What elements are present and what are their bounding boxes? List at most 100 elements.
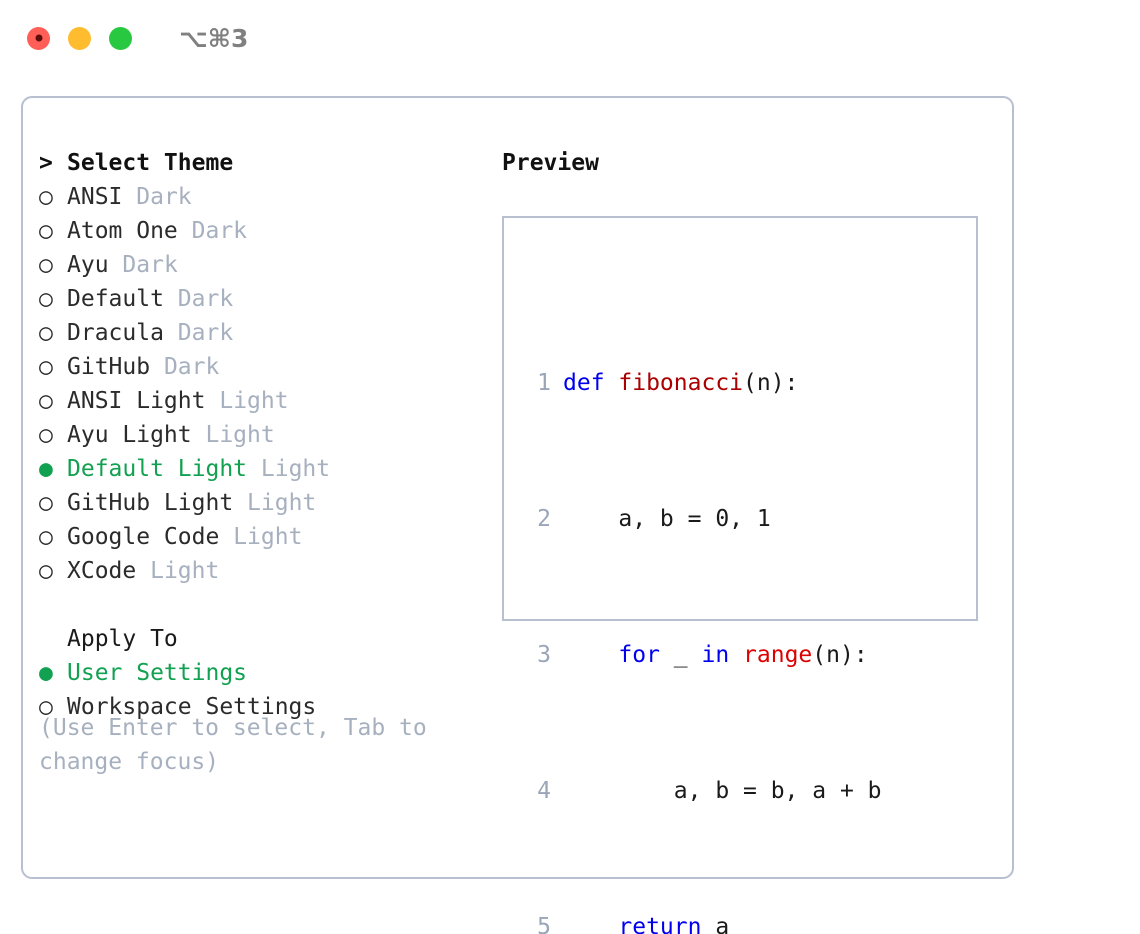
theme-option-label: Atom One — [67, 218, 178, 244]
select-theme-heading: > Select Theme — [39, 146, 489, 180]
theme-option-label: GitHub Light — [67, 490, 234, 516]
apply-to-indent: ○ — [39, 622, 67, 656]
theme-option-ayu[interactable]: ○ Ayu Dark — [39, 248, 489, 282]
code-token-plain — [563, 910, 618, 934]
theme-option-default-dark[interactable]: ○ Default Dark — [39, 282, 489, 316]
list-spacer — [39, 588, 489, 622]
window-shortcut-label: ⌥⌘3 — [179, 23, 249, 53]
preview-title: Preview — [502, 150, 599, 176]
line-number: 3 — [537, 642, 551, 668]
theme-option-label: Ayu — [67, 252, 109, 278]
maximize-button[interactable] — [109, 26, 132, 50]
radio-unselected-icon[interactable]: ○ — [39, 524, 53, 550]
code-token-plain: _ — [659, 642, 702, 668]
radio-unselected-icon[interactable]: ○ — [39, 286, 53, 312]
theme-option-variant-label: Light — [219, 388, 289, 414]
main-panel: > Select Theme ○ ANSI Dark ○ Atom One Da… — [21, 96, 1014, 934]
code-token-plain — [563, 638, 618, 672]
title-bar: ⌥⌘3 — [0, 0, 1140, 76]
theme-option-label: Default — [67, 286, 164, 312]
code-token-plain: (n): — [812, 642, 868, 668]
code-line: 3 for _ in range(n): — [521, 638, 909, 672]
select-theme-heading-label: Select Theme — [67, 150, 234, 176]
theme-option-variant-label: Dark — [163, 354, 220, 380]
radio-unselected-icon[interactable]: ○ — [39, 422, 53, 448]
code-token-plain: a, b = b, a + b — [563, 778, 882, 804]
code-token-plain: a — [701, 914, 730, 934]
theme-option-label: Google Code — [67, 524, 220, 550]
keyboard-hint: (Use Enter to select, Tab to change focu… — [39, 711, 459, 779]
theme-option-variant-label: Dark — [136, 184, 192, 210]
code-token-keyword: for — [618, 642, 660, 668]
theme-option-variant-label: Dark — [177, 320, 234, 346]
code-line: 5 return a — [521, 910, 909, 934]
radio-unselected-icon[interactable]: ○ — [39, 354, 53, 380]
radio-unselected-icon[interactable]: ○ — [39, 320, 53, 346]
traffic-lights — [27, 26, 132, 50]
code-line: 4 a, b = b, a + b — [521, 774, 909, 808]
apply-to-option-label: Workspace Settings — [67, 694, 317, 720]
theme-option-variant-label: Light — [247, 490, 317, 516]
theme-option-variant-label: Dark — [177, 286, 234, 312]
close-button[interactable] — [27, 26, 50, 50]
theme-option-variant-label: Light — [150, 558, 220, 584]
theme-option-variant — [122, 180, 136, 214]
radio-unselected-icon[interactable]: ○ — [39, 694, 53, 720]
code-token-plain — [729, 638, 743, 672]
theme-option-google-code[interactable]: ○ Google Code Light — [39, 520, 489, 554]
apply-to-option-label: User Settings — [67, 660, 248, 686]
radio-unselected-icon[interactable]: ○ — [39, 490, 53, 516]
code-line: 2 a, b = 0, 1 — [521, 502, 909, 536]
radio-unselected-icon[interactable]: ○ — [39, 558, 53, 584]
theme-option-variant-label: Dark — [122, 252, 178, 278]
radio-unselected-icon[interactable]: ○ — [39, 252, 53, 278]
theme-option-ansi[interactable]: ○ ANSI Dark — [39, 180, 489, 214]
radio-unselected-icon[interactable]: ○ — [39, 388, 53, 414]
theme-option-label: GitHub — [67, 354, 151, 380]
keyboard-hint-line-2: change focus) — [39, 749, 220, 775]
radio-selected-icon[interactable]: ● — [39, 660, 53, 686]
code-token-keyword: in — [701, 642, 730, 668]
theme-option-label: ANSI — [67, 184, 123, 210]
apply-to-heading-label: Apply To — [67, 626, 178, 652]
theme-option-label: Dracula — [67, 320, 164, 346]
minimize-button[interactable] — [68, 26, 91, 50]
theme-option-atom-one[interactable]: ○ Atom One Dark — [39, 214, 489, 248]
theme-option-default-light[interactable]: ● Default Light Light — [39, 452, 489, 486]
theme-option-label: XCode — [67, 558, 137, 584]
theme-option-variant-label: Light — [205, 422, 275, 448]
code-token-plain: a, b = 0, 1 — [563, 506, 771, 532]
radio-unselected-icon[interactable]: ○ — [39, 218, 53, 244]
theme-option-github-light[interactable]: ○ GitHub Light Light — [39, 486, 489, 520]
code-token-keyword: def — [563, 370, 619, 396]
code-token-plain: (n): — [743, 370, 799, 396]
theme-option-variant-label: Dark — [191, 218, 248, 244]
theme-option-dracula[interactable]: ○ Dracula Dark — [39, 316, 489, 350]
code-token-function: fibonacci — [618, 370, 744, 396]
code-token-builtin: range — [743, 642, 813, 668]
line-number: 4 — [537, 778, 551, 804]
line-number: 1 — [537, 370, 551, 396]
keyboard-hint-line-1: (Use Enter to select, Tab to — [39, 715, 427, 741]
code-line: 1 def fibonacci(n): — [521, 366, 909, 400]
apply-to-workspace-settings[interactable]: ○ Workspace Settings — [39, 690, 489, 724]
line-number: 2 — [537, 506, 551, 532]
theme-option-xcode[interactable]: ○ XCode Light — [39, 554, 489, 588]
radio-selected-icon[interactable]: ● — [39, 456, 53, 482]
theme-option-ayu-light[interactable]: ○ Ayu Light Light — [39, 418, 489, 452]
apply-to-user-settings[interactable]: ● User Settings — [39, 656, 489, 690]
theme-option-label: Ayu Light — [67, 422, 192, 448]
theme-option-github-dark[interactable]: ○ GitHub Dark — [39, 350, 489, 384]
theme-option-label: ANSI Light — [67, 388, 206, 414]
theme-option-ansi-light[interactable]: ○ ANSI Light Light — [39, 384, 489, 418]
theme-option-variant-label: Light — [233, 524, 303, 550]
apply-to-heading: ○ Apply To — [39, 622, 489, 656]
theme-option-label: Default Light — [67, 456, 248, 482]
radio-unselected-icon[interactable]: ○ — [39, 184, 53, 210]
theme-selector-pane: > Select Theme ○ ANSI Dark ○ Atom One Da… — [39, 146, 489, 724]
prompt-caret-icon: > — [39, 150, 53, 176]
